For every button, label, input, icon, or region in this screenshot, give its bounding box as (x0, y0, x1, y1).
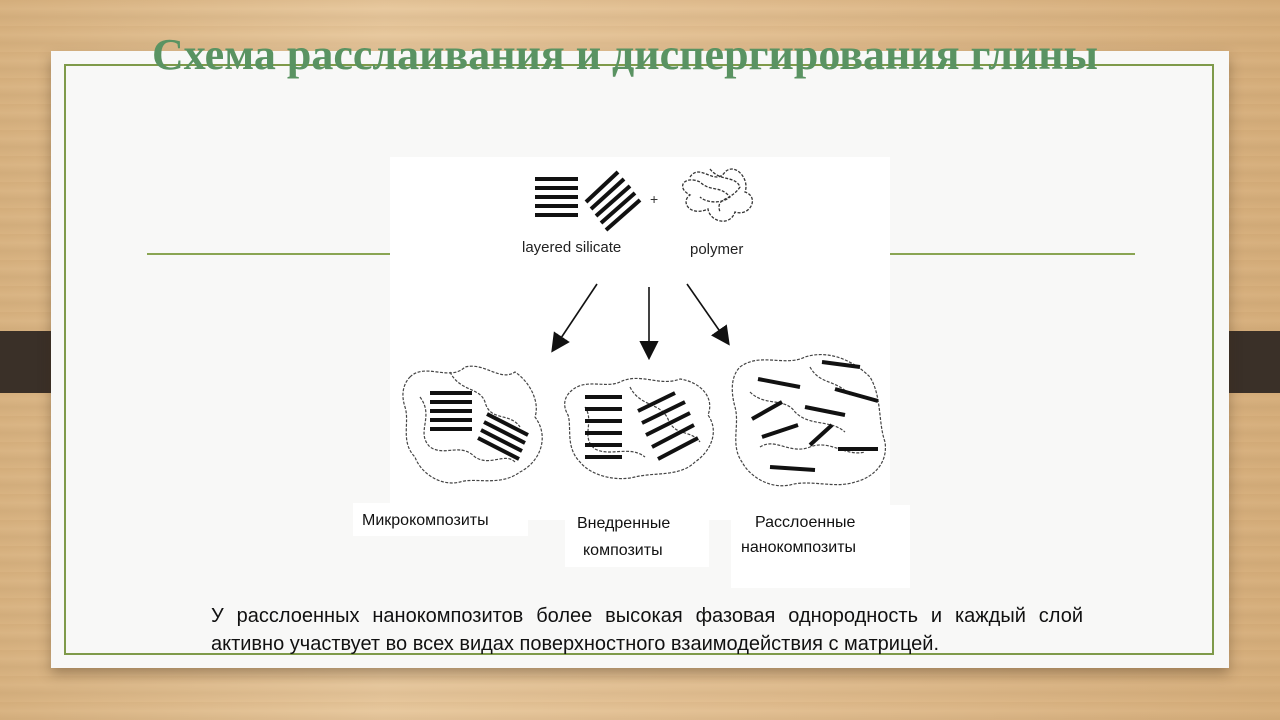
caption-box-exfoliated (731, 505, 910, 588)
caption-intercalated-line1: Внедренные (577, 515, 671, 532)
diagram-graphic: + layered silicate polymer (402, 168, 886, 487)
layered-silicate-stack-icon (535, 177, 578, 217)
arrow-to-exfoliated (686, 283, 730, 346)
clay-dispersion-diagram: + layered silicate polymer (390, 157, 890, 520)
caption-microcomposites: Микрокомпозиты (362, 512, 489, 529)
polymer-label: polymer (690, 241, 743, 258)
title-rule-right (888, 253, 1135, 255)
slide-title: Схема расслаивания и диспергирования гли… (151, 30, 1099, 79)
exfoliated-nanocomposite-illustration (731, 353, 886, 487)
title-rule-left (147, 253, 392, 255)
caption-box-intercalated (565, 507, 709, 567)
caption-exfoliated-line1: Расслоенные (755, 514, 856, 531)
polymer-coil-icon (681, 168, 754, 222)
layered-silicate-label: layered silicate (522, 239, 621, 256)
arrow-to-micro (551, 283, 598, 353)
microcomposite-illustration (402, 365, 543, 484)
tilted-silicate-stack-icon (584, 170, 642, 232)
slide-frame (64, 64, 1214, 655)
intercalated-composite-illustration (564, 377, 714, 480)
caption-box-micro (353, 503, 528, 536)
caption-intercalated-line2: композиты (583, 542, 663, 559)
plus-sign: + (650, 191, 658, 207)
caption-exfoliated-line2: нанокомпозиты (741, 539, 857, 556)
body-paragraph: У расслоенных нанокомпозитов более высок… (211, 605, 1083, 655)
